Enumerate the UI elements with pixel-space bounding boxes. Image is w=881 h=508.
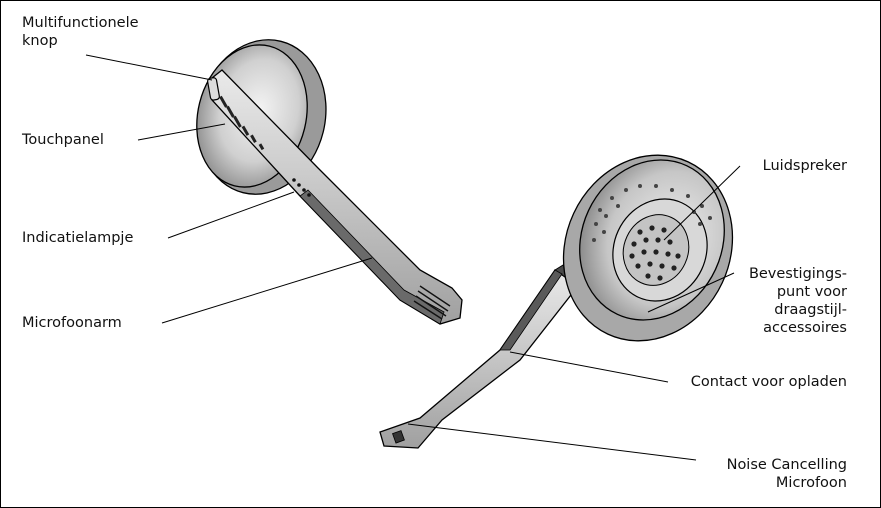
leader-indicator [167,191,295,239]
leader-noise [407,423,697,461]
label-line: accessoires [763,320,847,336]
label-bevestigingspunt: Bevestigings- punt voor draagstijl- acce… [749,265,847,337]
speaker-holes [629,225,681,281]
label-indicatielampje: Indicatielampje [22,230,134,246]
leader-lines [85,54,741,461]
label-contact-voor-opladen: Contact voor opladen [690,374,847,390]
microphone-vents [413,285,451,320]
noise-cancelling-mic-port [392,430,405,444]
leader-multifunction [85,54,213,81]
arm-dark-top [499,269,563,351]
label-line: Multifunctionele [22,15,139,31]
leader-microfoonarm [161,257,373,324]
leader-touchpanel [137,123,226,141]
headset-front [196,39,463,325]
touchpanel-slots [219,95,265,151]
microphone-boom [211,69,463,325]
speaker-outer-holes [592,184,712,242]
label-touchpanel: Touchpanel [22,132,104,148]
indicator-lights [292,178,311,197]
boom-shadow-edge [299,189,445,325]
leader-contact [509,351,669,383]
headset-back [379,154,734,449]
label-multifunctionele-knop: Multifunctionele knop [22,14,139,50]
label-noise-cancelling-microfoon: Noise Cancelling Microfoon [727,456,847,492]
label-line: Bevestigings- [748,266,847,282]
label-line: knop [22,33,58,49]
multifunction-button [207,77,220,101]
label-line: Microfoon [775,475,847,491]
label-microfoonarm: Microfoonarm [22,315,122,331]
leader-luidspreker [663,165,741,241]
label-luidspreker: Luidspreker [762,158,847,174]
label-line: draagstijl- [774,302,847,318]
label-line: Noise Cancelling [726,457,847,473]
leader-bevestigingspunt [647,272,735,313]
label-line: punt voor [776,284,847,300]
